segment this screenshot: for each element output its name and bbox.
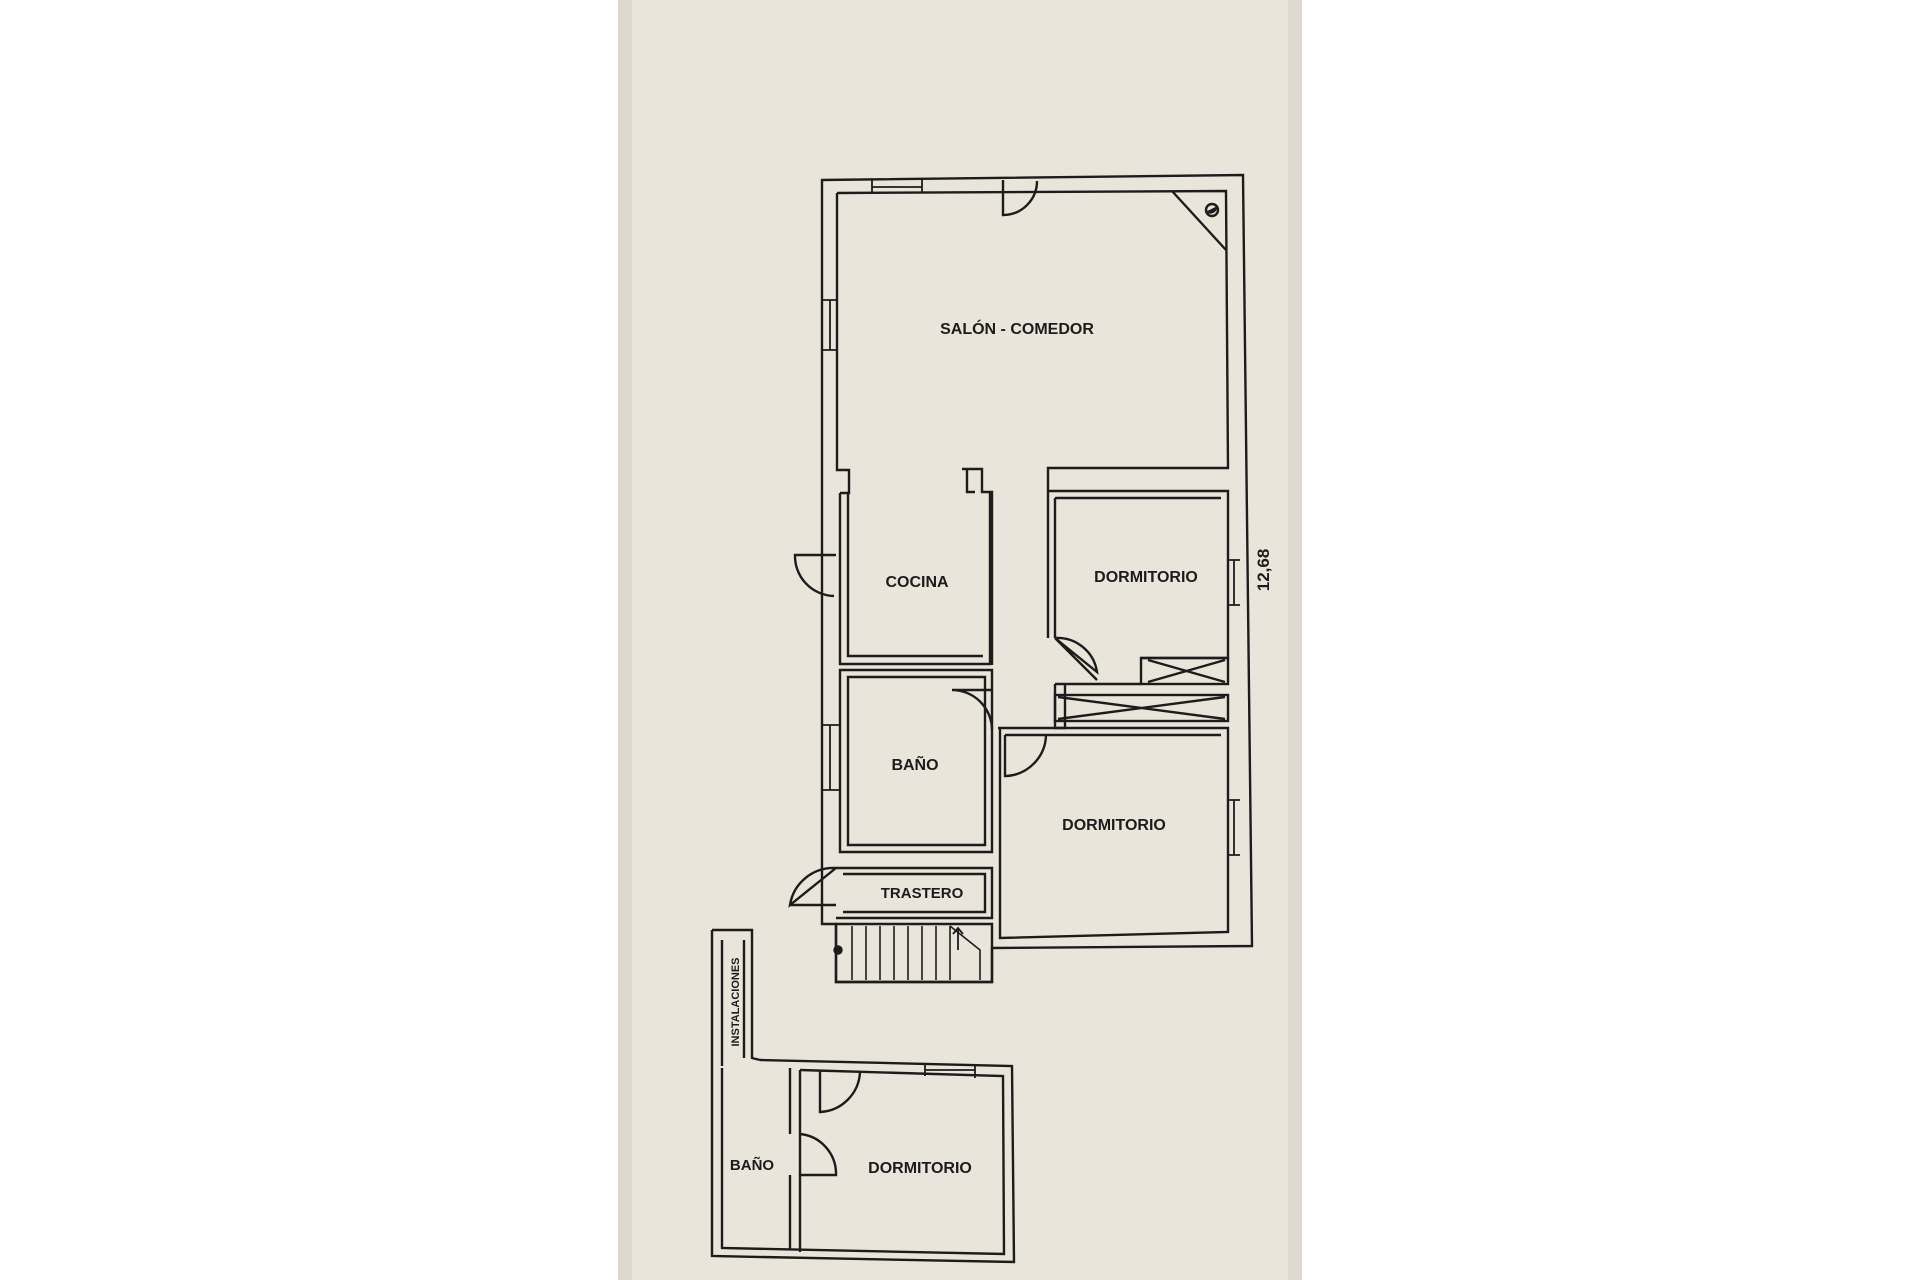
paper-sheet — [618, 0, 1302, 1280]
dimension-label: 12,68 — [1254, 549, 1273, 592]
bano-1-inner — [846, 675, 987, 847]
label-cocina: COCINA — [885, 574, 949, 591]
door-bano-1 — [951, 688, 994, 731]
closet-1-x — [1147, 658, 1226, 684]
lower-partition-bottom — [788, 1175, 802, 1252]
hall-stub — [962, 467, 994, 665]
label-dormitorio-3: DORMITORIO — [868, 1160, 972, 1177]
door-cocina-exterior — [793, 553, 836, 598]
label-instalaciones: INSTALACIONES — [730, 957, 742, 1046]
label-dormitorio-2: DORMITORIO — [1062, 817, 1166, 834]
trastero-inner — [843, 872, 987, 914]
stairs-arrow — [952, 926, 964, 950]
label-salon-comedor: SALÓN - COMEDOR — [940, 319, 1094, 338]
windows-upper — [822, 180, 1240, 856]
cocina-walls-inner — [846, 494, 983, 658]
lower-partition — [788, 1068, 802, 1134]
cocina-walls — [838, 492, 992, 666]
lower-outer-wall — [710, 930, 1016, 1264]
label-dormitorio-1: DORMITORIO — [1094, 569, 1198, 586]
dormitorio-2-walls — [998, 726, 1230, 940]
chimney-icon-fill — [1205, 205, 1218, 214]
chimney-icon — [1204, 202, 1220, 218]
bano-1-walls — [838, 668, 994, 854]
door-lower-entry — [818, 1070, 862, 1114]
instalaciones-walls — [712, 928, 761, 1062]
outer-wall-inner — [836, 189, 1230, 491]
door-dormitorio-2 — [1003, 734, 1048, 778]
instalaciones-inner — [720, 940, 746, 1066]
closet-2-x — [1057, 695, 1226, 721]
hall-stub-inner — [965, 469, 975, 494]
door-bano-2 — [798, 1132, 838, 1177]
lower-inner-wall — [720, 1068, 1006, 1256]
lower-floor-plan — [710, 928, 1016, 1264]
paper-shadow-right — [1288, 0, 1302, 1280]
salon-left-step — [835, 193, 851, 495]
door-salon-entry — [1001, 180, 1039, 217]
label-trastero: TRASTERO — [881, 885, 964, 902]
closet-1 — [1139, 656, 1230, 686]
dormitorio-1-left — [1046, 491, 1057, 638]
label-bano-2: BAÑO — [730, 1156, 774, 1174]
lower-window — [924, 1064, 976, 1078]
chimney-corner — [1171, 190, 1227, 251]
paper-shadow-left — [618, 0, 632, 1280]
label-bano-1: BAÑO — [891, 754, 938, 774]
door-trastero — [788, 866, 837, 908]
stairs-start-dot — [833, 945, 843, 955]
stairs-outline — [834, 922, 994, 984]
stairs-treads — [851, 925, 981, 980]
trastero-walls — [836, 866, 994, 920]
upper-floor-plan — [788, 173, 1254, 984]
door-dormitorio-1 — [1054, 636, 1099, 681]
